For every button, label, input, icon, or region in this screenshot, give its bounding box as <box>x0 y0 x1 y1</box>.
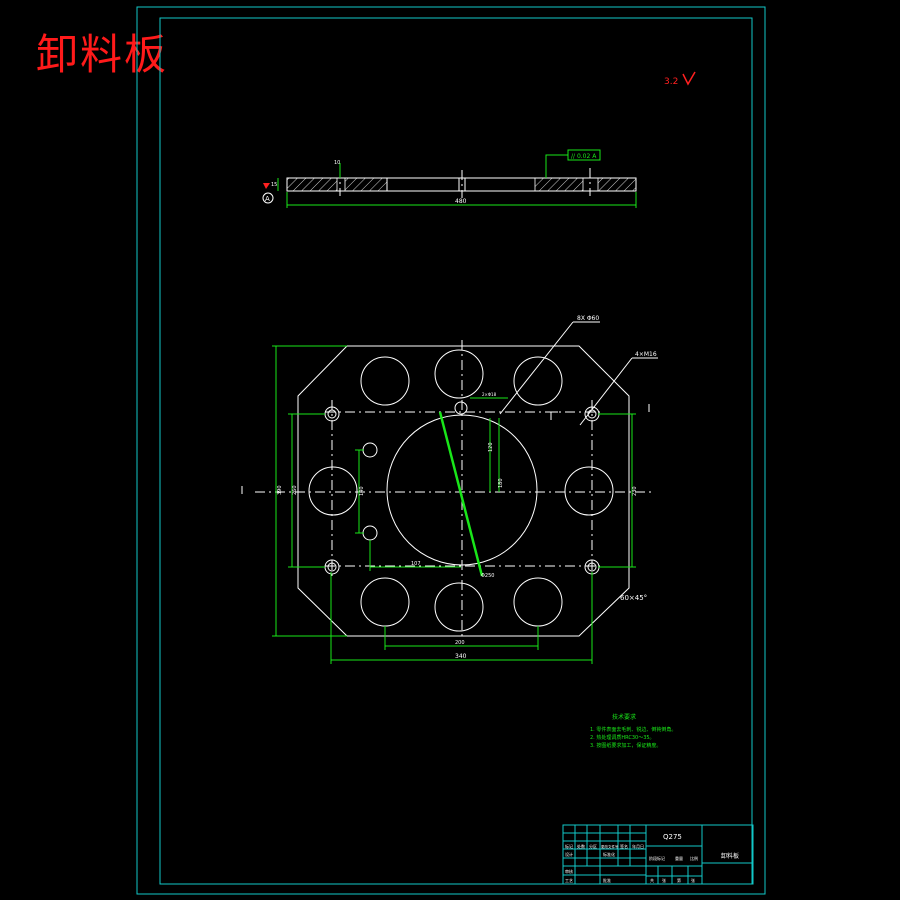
center-bore <box>386 414 538 566</box>
dim-inner-height: 260 <box>292 485 298 495</box>
plate-outline <box>297 345 630 637</box>
stage-label: 阶段标记 <box>649 855 665 861</box>
dim-inner-width: 200 <box>455 640 465 646</box>
dim-bore-small: 120 <box>488 442 494 452</box>
dim-bore-vertical: 180 <box>498 478 504 488</box>
surface-roughness-mark: 3.2 <box>664 71 696 87</box>
stage-label: 重量 <box>675 855 683 861</box>
sheet-label: 张 <box>662 877 666 883</box>
note-item: 3. 按图纸要求加工，保证精度。 <box>590 742 661 749</box>
notes-heading: 技术要求 <box>612 713 636 721</box>
tolerance-label: // 0.02 A <box>571 153 597 160</box>
datum-symbol <box>262 192 274 204</box>
sheet-label: 共 <box>650 877 654 883</box>
plan-view: 390 260 140 230 180 120 340 200 107 2×Φ1… <box>241 315 658 664</box>
role-design: 设计 <box>565 851 573 857</box>
dim-overall-width: 340 <box>455 653 467 660</box>
note-item: 1. 零件表面去毛刺、锐边、倒钝倒角。 <box>590 726 676 733</box>
note-item: 2. 热处理调质HRC30～35。 <box>590 734 655 741</box>
dim-pin-pitch: 107 <box>411 561 421 567</box>
center-bore-label: Φ250 <box>481 573 494 579</box>
technical-notes: 技术要求 1. 零件表面去毛刺、锐边、倒钝倒角。 2. 热处理调质HRC30～3… <box>590 713 676 749</box>
outer-frame <box>136 6 766 895</box>
pin-holes <box>362 401 468 541</box>
part-name: 卸料板 <box>721 852 739 860</box>
header-cell: 分区 <box>589 843 597 849</box>
dim-top-pin: 2×Φ18 <box>482 392 497 397</box>
chamfer-label: 60×45° <box>620 594 647 602</box>
section-thickness-dim: 15 <box>271 182 277 188</box>
stage-label: 比例 <box>690 855 698 861</box>
header-cell: 处数 <box>577 843 585 849</box>
dim-right-span: 230 <box>632 486 638 496</box>
drawing-title: 卸料板 <box>36 30 169 79</box>
datum-label: A <box>265 195 270 203</box>
plan-dimensions <box>241 321 658 664</box>
thread-callout: 4×M16 <box>635 351 657 358</box>
roughness-value: 3.2 <box>664 77 678 87</box>
dim-pin-span: 140 <box>359 486 365 496</box>
title-block: Q275 卸料板 标记 处数 分区 更改文件号 签名 年月日 设计 标准化 审核… <box>562 824 754 885</box>
role-review: 审核 <box>565 868 573 874</box>
sheet-label: 张 <box>691 877 695 883</box>
hole-callout: 8X Φ60 <box>577 315 599 322</box>
section-height-dim: 10 <box>334 160 340 166</box>
section-width-dim: 480 <box>455 198 467 205</box>
section-view: 480 15 10 A // 0.02 A <box>262 149 637 208</box>
role-standard: 标准化 <box>603 851 615 857</box>
role-approve: 批准 <box>603 877 611 883</box>
sheet-label: 第 <box>677 877 681 883</box>
inner-frame <box>159 17 753 885</box>
material-label: Q275 <box>663 833 682 841</box>
header-cell: 标记 <box>565 843 573 849</box>
header-cell: 年月日 <box>632 843 644 849</box>
dim-overall-height: 390 <box>277 485 283 495</box>
role-process: 工艺 <box>565 878 573 883</box>
tolerance-frame <box>567 149 601 161</box>
header-cell: 签名 <box>620 843 628 849</box>
header-cell: 更改文件号 <box>601 844 619 849</box>
